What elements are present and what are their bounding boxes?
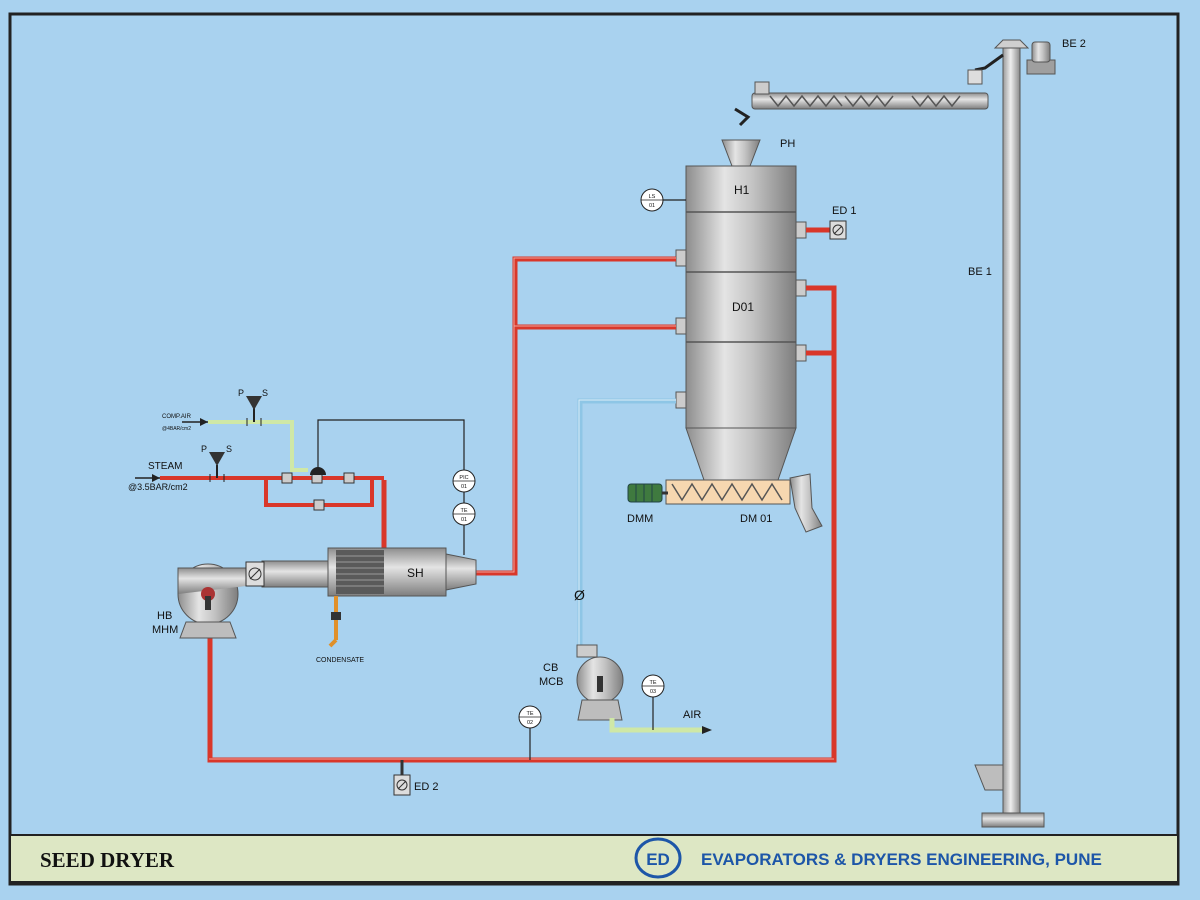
instrument-pic01-number: 01	[461, 484, 467, 490]
cold-air-pipe	[577, 398, 676, 645]
label-dm01: DM 01	[740, 513, 772, 525]
instrument-te02-tag: TE	[526, 711, 533, 717]
instrument-pic01: PIC 01	[452, 469, 476, 493]
instrument-pic01-tag: PIC	[459, 475, 468, 481]
label-hb: HB	[157, 610, 172, 622]
label-be1: BE 1	[968, 266, 992, 278]
label-ph: PH	[780, 138, 795, 150]
instrument-te03-tag: TE	[649, 680, 656, 686]
instrument-te01-number: 01	[461, 517, 467, 523]
steam-valve-p-label: P	[201, 444, 207, 454]
company-name: EVAPORATORS & DRYERS ENGINEERING, PUNE	[701, 850, 1102, 869]
footer-bar	[9, 834, 1179, 883]
steam-valve-ps	[209, 452, 225, 482]
label-steam: STEAM	[148, 461, 182, 472]
label-sh: SH	[407, 566, 424, 580]
label-comp-air-pressure: @4BAR/cm2	[162, 426, 191, 432]
elevator-head-motor	[1026, 41, 1056, 75]
label-ed2: ED 2	[414, 781, 438, 793]
company-logo: ED	[634, 837, 682, 879]
compressed-air-line	[182, 396, 308, 472]
discharge-motor-dmm	[627, 483, 668, 503]
label-cb: CB	[543, 662, 558, 674]
label-air: AIR	[683, 709, 701, 721]
label-be2: BE 2	[1062, 38, 1086, 50]
instrument-te02: TE 02	[518, 705, 542, 729]
label-d01: D01	[732, 300, 754, 314]
label-condensate: CONDENSATE	[316, 657, 364, 664]
signal-lines	[317, 199, 686, 760]
instrument-te02-number: 02	[527, 720, 533, 726]
blower-damper	[245, 561, 265, 587]
bucket-elevator	[967, 39, 1056, 828]
condensate-line	[328, 596, 341, 648]
diagram-title: SEED DRYER	[40, 848, 175, 872]
instrument-te01: TE 01	[452, 502, 476, 526]
label-steam-pressure: @3.5BAR/cm2	[128, 482, 188, 492]
hot-air-piping	[207, 256, 837, 763]
label-h1: H1	[734, 183, 750, 197]
instrument-li01: LS 01	[640, 188, 664, 212]
steam-valve-s-label: S	[226, 444, 232, 454]
instrument-li01-number: 01	[649, 203, 655, 209]
label-mhm: MHM	[152, 624, 178, 636]
dryer-vessel	[675, 107, 807, 481]
air-inlet-pipe	[609, 718, 705, 733]
instrument-te01-tag: TE	[460, 508, 467, 514]
steam-heater-sh	[261, 547, 477, 597]
top-screw-conveyor	[751, 81, 989, 110]
label-dmm: DMM	[627, 513, 653, 525]
instrument-te03-number: 03	[650, 689, 656, 695]
air-valve-p-label: P	[238, 388, 244, 398]
exhaust-damper-ed2	[393, 760, 411, 796]
label-ed1: ED 1	[832, 205, 856, 217]
company-logo-letters: ED	[646, 850, 670, 869]
label-mcb: MCB	[539, 676, 563, 688]
instrument-li01-tag: LS	[649, 194, 656, 200]
instrument-te03: TE 03	[641, 674, 665, 698]
exhaust-damper-ed1	[806, 220, 847, 240]
steam-line	[135, 467, 384, 511]
diagram-border	[8, 12, 1180, 886]
air-valve-s-label: S	[262, 388, 268, 398]
main-blower-hb	[177, 563, 247, 639]
label-diameter: Ø	[574, 587, 585, 603]
discharge-screw-dm01	[665, 473, 823, 533]
label-comp-air: COMP.AIR	[162, 414, 192, 420]
cooling-blower-cb	[576, 644, 624, 721]
